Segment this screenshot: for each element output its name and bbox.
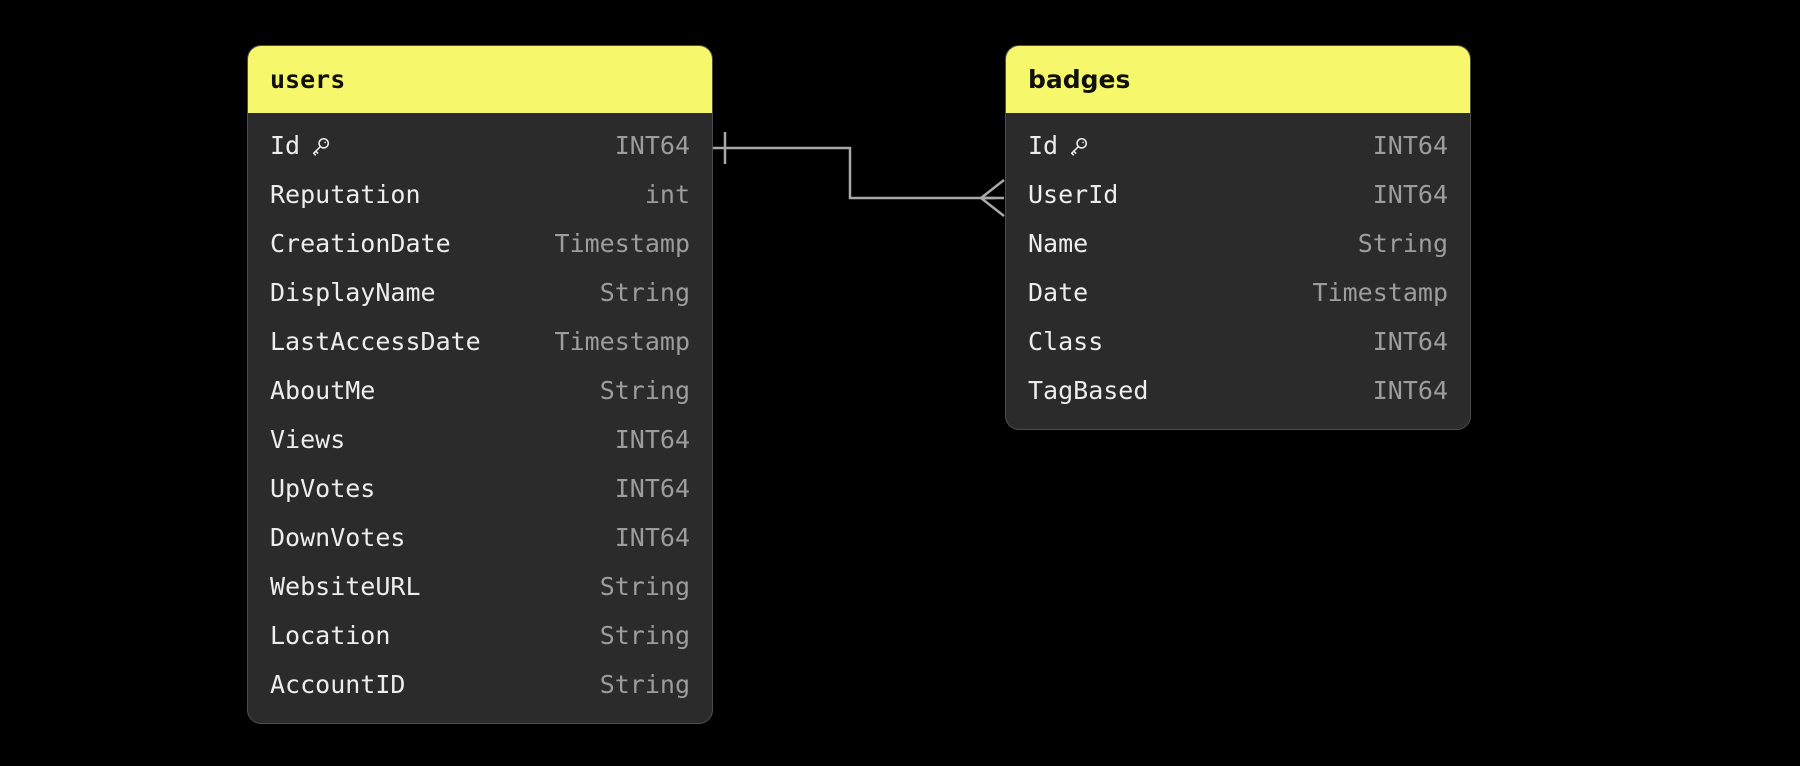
field-type: String xyxy=(599,572,690,601)
field-name-text: Date xyxy=(1028,278,1089,307)
field-type: Timestamp xyxy=(554,327,690,356)
field-name: Id xyxy=(270,133,331,158)
field-type: String xyxy=(1357,229,1448,258)
field-row[interactable]: AboutMe String xyxy=(248,366,712,415)
field-name-text: Id xyxy=(1028,131,1059,160)
field-row[interactable]: Id INT64 xyxy=(1006,121,1470,170)
field-name: UpVotes xyxy=(270,476,375,501)
field-name: WebsiteURL xyxy=(270,574,421,599)
field-name: CreationDate xyxy=(270,231,451,256)
field-type: String xyxy=(599,670,690,699)
field-name: Reputation xyxy=(270,182,421,207)
field-row[interactable]: Class INT64 xyxy=(1006,317,1470,366)
field-name-text: Views xyxy=(270,425,346,454)
field-type: Timestamp xyxy=(554,229,690,258)
field-name: UserId xyxy=(1028,182,1118,207)
field-row[interactable]: AccountID String xyxy=(248,660,712,709)
field-name-text: UpVotes xyxy=(270,474,376,503)
field-row[interactable]: Views INT64 xyxy=(248,415,712,464)
field-row[interactable]: WebsiteURL String xyxy=(248,562,712,611)
field-type: String xyxy=(599,278,690,307)
entity-title-badges: badges xyxy=(1028,65,1131,94)
field-type: INT64 xyxy=(614,131,690,160)
field-row[interactable]: Reputation int xyxy=(248,170,712,219)
field-row[interactable]: UserId INT64 xyxy=(1006,170,1470,219)
field-row[interactable]: Location String xyxy=(248,611,712,660)
field-row[interactable]: DisplayName String xyxy=(248,268,712,317)
field-name: AccountID xyxy=(270,672,405,697)
field-type: INT64 xyxy=(1372,327,1448,356)
entity-header-badges[interactable]: badges xyxy=(1006,46,1470,113)
field-name-text: Class xyxy=(1028,327,1104,356)
field-name-text: Name xyxy=(1028,229,1089,258)
entity-title-users: users xyxy=(270,65,346,94)
field-row[interactable]: Name String xyxy=(1006,219,1470,268)
field-name-text: DownVotes xyxy=(270,523,406,552)
field-name-text: DisplayName xyxy=(270,278,436,307)
key-icon xyxy=(1067,136,1089,158)
field-row[interactable]: CreationDate Timestamp xyxy=(248,219,712,268)
field-row[interactable]: UpVotes INT64 xyxy=(248,464,712,513)
field-type: INT64 xyxy=(614,425,690,454)
field-name-text: TagBased xyxy=(1028,376,1149,405)
field-name: Date xyxy=(1028,280,1088,305)
field-type: INT64 xyxy=(614,523,690,552)
entity-header-users[interactable]: users xyxy=(248,46,712,113)
field-name: Views xyxy=(270,427,345,452)
field-type: INT64 xyxy=(1372,376,1448,405)
field-name: Location xyxy=(270,623,390,648)
field-row[interactable]: LastAccessDate Timestamp xyxy=(248,317,712,366)
field-name-text: AboutMe xyxy=(270,376,376,405)
field-type: INT64 xyxy=(1372,131,1448,160)
relationship-line xyxy=(713,146,995,200)
field-row[interactable]: TagBased INT64 xyxy=(1006,366,1470,415)
field-name-text: WebsiteURL xyxy=(270,572,421,601)
field-name: TagBased xyxy=(1028,378,1148,403)
field-name: LastAccessDate xyxy=(270,329,481,354)
field-name-text: Id xyxy=(270,131,301,160)
field-row[interactable]: Date Timestamp xyxy=(1006,268,1470,317)
field-name-text: UserId xyxy=(1028,180,1119,209)
crows-foot-marker xyxy=(980,179,1005,217)
field-name-text: AccountID xyxy=(270,670,406,699)
field-name-text: LastAccessDate xyxy=(270,327,481,356)
field-name: Class xyxy=(1028,329,1103,354)
field-type: INT64 xyxy=(1372,180,1448,209)
key-icon xyxy=(309,136,331,158)
field-name: DownVotes xyxy=(270,525,405,550)
field-row[interactable]: Id INT64 xyxy=(248,121,712,170)
field-name: AboutMe xyxy=(270,378,375,403)
field-type: INT64 xyxy=(614,474,690,503)
field-name-text: Reputation xyxy=(270,180,421,209)
field-name: Name xyxy=(1028,231,1088,256)
field-name: DisplayName xyxy=(270,280,436,305)
field-name: Id xyxy=(1028,133,1089,158)
field-type: int xyxy=(644,180,690,209)
field-type: String xyxy=(599,621,690,650)
field-type: String xyxy=(599,376,690,405)
field-row[interactable]: DownVotes INT64 xyxy=(248,513,712,562)
field-name-text: CreationDate xyxy=(270,229,451,258)
field-type: Timestamp xyxy=(1312,278,1448,307)
field-name-text: Location xyxy=(270,621,391,650)
